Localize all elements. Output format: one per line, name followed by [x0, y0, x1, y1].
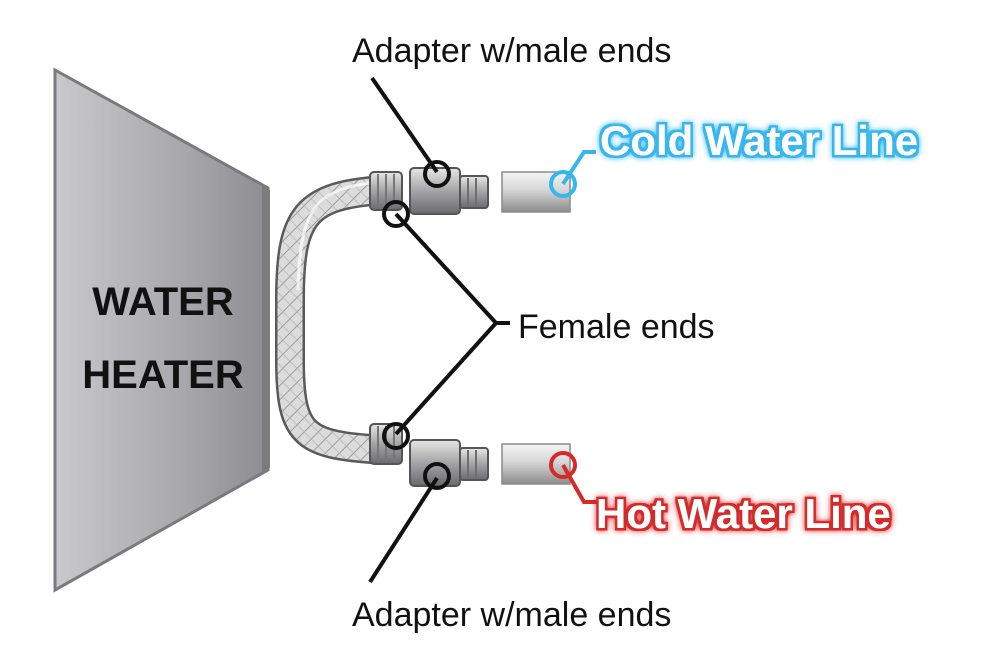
callout-circles [382, 160, 577, 490]
label-female-ends: Female ends [518, 308, 715, 346]
flex-hose [275, 175, 400, 465]
callout-circle-adapter-top [423, 160, 451, 188]
label-cold-water-line: Cold Water Line [600, 117, 918, 164]
callout-circle-female-bottom [382, 422, 410, 450]
label-hot-water-line: Hot Water Line [596, 490, 891, 537]
callout-circle-cold [549, 170, 577, 198]
label-adapter-top: Adapter w/male ends [352, 32, 671, 70]
callout-circle-female-top [382, 200, 410, 228]
cold-supply-pipe [501, 171, 571, 213]
label-adapter-bottom: Adapter w/male ends [352, 596, 671, 634]
leader-cold-line [561, 150, 596, 186]
leader-adapter-bottom [368, 476, 439, 584]
water-heater: WATER HEATER [53, 67, 270, 593]
leader-hot-line [561, 464, 598, 504]
callout-circle-hot [549, 451, 577, 479]
heater-label-line2: HEATER [82, 353, 244, 397]
heater-label-line1: WATER [92, 280, 234, 324]
leader-female-ends [394, 212, 498, 436]
callout-leaders [368, 76, 510, 584]
callout-circle-adapter-bottom [423, 462, 451, 490]
leader-adapter-top [370, 76, 439, 174]
